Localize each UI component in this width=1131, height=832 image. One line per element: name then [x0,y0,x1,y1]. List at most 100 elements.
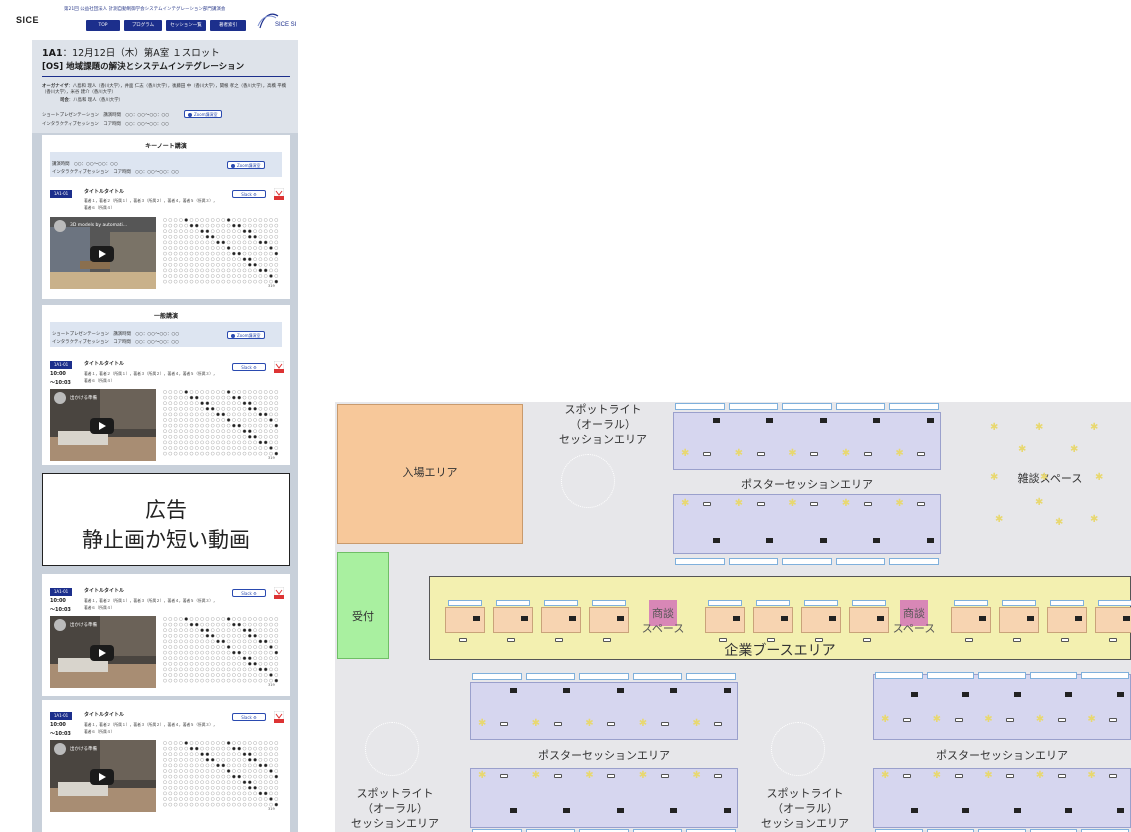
business-space-1[interactable] [649,600,677,626]
paper-time-start: 10:00 [50,371,66,377]
chair-icon: ✱ [734,448,743,459]
slack-button[interactable]: Slack ⚙ [232,589,266,597]
poster-board-label[interactable] [978,829,1026,832]
poster-board-label[interactable] [782,558,832,565]
paper-video[interactable]: 出かける準備 [50,616,156,688]
booth-label[interactable] [756,600,790,606]
booth-monitor [473,616,480,621]
nav-top-button[interactable]: TOP [86,20,120,31]
keynote-video[interactable]: 3D models by automati... [50,217,156,289]
poster-area-bottom-right-lower[interactable] [873,768,1131,828]
paper-id-tag: 1A1-01 [50,361,72,369]
nav-sessions-button[interactable]: セッション一覧 [166,20,206,31]
poster-board-label[interactable] [926,829,975,832]
poster-board-label[interactable] [926,672,975,679]
play-icon[interactable] [90,418,114,434]
poster-board-label[interactable] [1081,672,1129,679]
poster-board-label[interactable] [686,673,736,680]
table-icon [660,774,669,778]
pdf-icon[interactable] [274,711,284,723]
video-thumbnail [50,616,156,688]
paper-video[interactable]: 出かける準備 [50,740,156,812]
poster-board-label[interactable] [579,673,629,680]
booth-label[interactable] [954,600,988,606]
poster-board-label[interactable] [978,672,1026,679]
poster-board-label[interactable] [675,403,725,410]
booth-label[interactable] [592,600,626,606]
pdf-icon[interactable] [274,361,284,373]
spotlight-stage[interactable] [561,454,615,508]
slack-button[interactable]: Slack ⚙ [232,363,266,371]
general-zoom-button[interactable]: Zoom講演室 [227,331,265,339]
spotlight-stage[interactable] [771,722,825,776]
slack-button[interactable]: Slack ⚙ [232,713,266,721]
sice-logo[interactable]: SICE [16,15,40,25]
poster-board-label[interactable] [632,673,683,680]
booth-label[interactable] [1050,600,1084,606]
poster-area-bottom-right[interactable] [873,674,1131,740]
poster-board-label[interactable] [1029,829,1078,832]
table-icon [756,452,765,456]
poster-board-label[interactable] [875,829,923,832]
dot-matrix-pattern: 319 [163,617,279,687]
poster-board-label[interactable] [728,403,779,410]
keynote-zoom-button[interactable]: Zoom講演室 [227,161,265,169]
booth-label[interactable] [496,600,530,606]
paper-title[interactable]: タイトルタイトル [84,712,125,718]
zoom-room-button[interactable]: Zoom講演室 [184,110,222,118]
chair-icon: ✱ [692,770,701,781]
poster-board-label[interactable] [1029,672,1078,679]
spotlight-label-bottom-left: スポットライト（オーラル）セッションエリア [351,787,439,830]
poster-board-label[interactable] [875,672,923,679]
reception-area[interactable] [337,552,389,659]
business-space-2[interactable] [900,600,928,626]
poster-board-label[interactable] [728,558,779,565]
nav-program-button[interactable]: プログラム [124,20,162,31]
poster-board-label[interactable] [782,403,832,410]
spotlight-stage[interactable] [365,722,419,776]
poster-board-label[interactable] [889,403,939,410]
pdf-icon[interactable] [274,587,284,599]
nav-author-index-button[interactable]: 著者索引 [210,20,246,31]
chair-icon: ✱ [895,448,904,459]
booth-label[interactable] [1002,600,1036,606]
booth-label[interactable] [708,600,742,606]
poster-board-label[interactable] [675,558,725,565]
paper-video[interactable]: 出かける準備 [50,389,156,461]
poster-board-label[interactable] [1081,829,1129,832]
slack-button[interactable]: Slack ⚙ [232,190,266,198]
poster-area-top-lower[interactable] [673,494,941,554]
poster-area-bottom-left-lower[interactable] [470,768,738,828]
play-icon[interactable] [90,645,114,661]
poster-board-label[interactable] [525,673,576,680]
booth-label[interactable] [544,600,578,606]
poster-board-label[interactable] [579,829,629,832]
play-icon[interactable] [90,769,114,785]
poster-board-label[interactable] [835,403,886,410]
paper-title[interactable]: タイトルタイトル [84,189,125,195]
booth-monitor [617,616,624,621]
poster-board-label[interactable] [835,558,886,565]
booth-label[interactable] [804,600,838,606]
chair-icon: ✱ [881,770,890,781]
poster-label-top: ポスターセッションエリア [741,478,873,491]
booth-label[interactable] [852,600,886,606]
booth-label[interactable] [1098,600,1131,606]
play-icon[interactable] [90,246,114,262]
paper-title[interactable]: タイトルタイトル [84,588,125,594]
poster-board-label[interactable] [686,829,736,832]
channel-avatar [54,392,66,404]
poster-board-label[interactable] [472,673,522,680]
chair-icon: ✱ [1035,714,1045,725]
poster-board-label[interactable] [632,829,683,832]
chair-icon: ✱ [531,770,540,781]
paper-title[interactable]: タイトルタイトル [84,361,125,367]
poster-board-label[interactable] [525,829,576,832]
entrance-area[interactable] [337,404,523,544]
booth-label[interactable] [448,600,482,606]
advertisement-area[interactable]: 広告 静止画か短い動画 [42,473,290,566]
poster-board-label[interactable] [889,558,939,565]
poster-board-label[interactable] [472,829,522,832]
booth-monitor [1123,616,1130,621]
pdf-icon[interactable] [274,188,284,200]
